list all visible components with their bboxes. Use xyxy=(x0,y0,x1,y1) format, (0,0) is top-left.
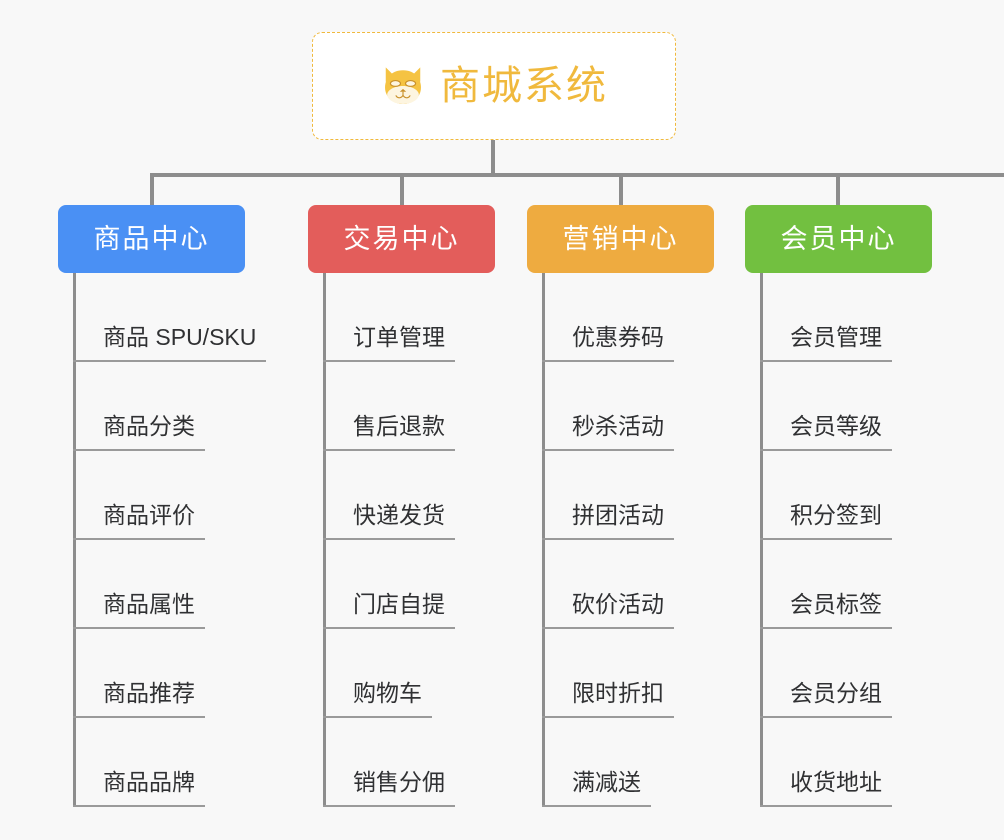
branch-header-label: 会员中心 xyxy=(780,223,897,254)
branch-column-2: 交易中心 订单管理 售后退款 快递发货 门店自提 购物车 销售分佣 xyxy=(308,205,495,807)
leaf-item[interactable]: 砍价活动 xyxy=(542,540,772,629)
leaf-item-label: 销售分佣 xyxy=(323,771,455,807)
leaf-item[interactable]: 商品属性 xyxy=(73,540,303,629)
branch-header-3[interactable]: 营销中心 xyxy=(527,205,714,273)
leaf-item-label: 商品品牌 xyxy=(73,771,205,807)
leaf-list-1: 商品 SPU/SKU 商品分类 商品评价 商品属性 商品推荐 商品品牌 xyxy=(73,273,303,807)
connector-drop-4 xyxy=(836,173,840,207)
dog-face-icon xyxy=(385,67,421,104)
leaf-item-label: 砍价活动 xyxy=(542,593,674,629)
leaf-item[interactable]: 限时折扣 xyxy=(542,629,772,718)
leaf-item-label: 优惠券码 xyxy=(542,326,674,362)
leaf-item-label: 秒杀活动 xyxy=(542,415,674,451)
leaf-item-label: 会员等级 xyxy=(760,415,892,451)
connector-drop-2 xyxy=(400,173,404,207)
leaf-item-label: 门店自提 xyxy=(323,593,455,629)
leaf-item-label: 商品推荐 xyxy=(73,682,205,718)
leaf-item-label: 积分签到 xyxy=(760,504,892,540)
branch-header-label: 营销中心 xyxy=(562,223,679,254)
leaf-item[interactable]: 秒杀活动 xyxy=(542,362,772,451)
root-title: 商城系统 xyxy=(440,64,608,108)
leaf-item[interactable]: 商品评价 xyxy=(73,451,303,540)
leaf-item-label: 会员分组 xyxy=(760,682,892,718)
branch-spine-3 xyxy=(542,273,545,807)
leaf-item[interactable]: 购物车 xyxy=(323,629,553,718)
leaf-item[interactable]: 商品品牌 xyxy=(73,718,303,807)
connector-drop-1 xyxy=(150,173,154,207)
branch-column-1: 商品中心 商品 SPU/SKU 商品分类 商品评价 商品属性 商品推荐 商品品牌 xyxy=(58,205,267,807)
leaf-list-4: 会员管理 会员等级 积分签到 会员标签 会员分组 收货地址 xyxy=(760,273,990,807)
leaf-item[interactable]: 会员分组 xyxy=(760,629,990,718)
leaf-item-label: 商品属性 xyxy=(73,593,205,629)
branch-header-4[interactable]: 会员中心 xyxy=(745,205,932,273)
leaf-item[interactable]: 会员管理 xyxy=(760,273,990,362)
leaf-list-2: 订单管理 售后退款 快递发货 门店自提 购物车 销售分佣 xyxy=(323,273,553,807)
branch-spine-1 xyxy=(73,273,76,807)
leaf-item-label: 会员标签 xyxy=(760,593,892,629)
leaf-item[interactable]: 会员标签 xyxy=(760,540,990,629)
leaf-item[interactable]: 售后退款 xyxy=(323,362,553,451)
root-node[interactable]: 商城系统 xyxy=(312,32,676,140)
leaf-item[interactable]: 会员等级 xyxy=(760,362,990,451)
branch-header-label: 商品中心 xyxy=(93,223,210,254)
leaf-item-label: 会员管理 xyxy=(760,326,892,362)
connector-stem xyxy=(491,140,495,175)
leaf-item[interactable]: 快递发货 xyxy=(323,451,553,540)
branch-spine-4 xyxy=(760,273,763,807)
leaf-item[interactable]: 商品 SPU/SKU xyxy=(73,273,303,362)
leaf-item-label: 商品分类 xyxy=(73,415,205,451)
leaf-item[interactable]: 拼团活动 xyxy=(542,451,772,540)
leaf-item[interactable]: 积分签到 xyxy=(760,451,990,540)
branch-header-2[interactable]: 交易中心 xyxy=(308,205,495,273)
leaf-item-label: 购物车 xyxy=(323,682,432,718)
leaf-item[interactable]: 商品分类 xyxy=(73,362,303,451)
leaf-item-label: 拼团活动 xyxy=(542,504,674,540)
leaf-item-label: 订单管理 xyxy=(323,326,455,362)
leaf-list-3: 优惠券码 秒杀活动 拼团活动 砍价活动 限时折扣 满减送 xyxy=(542,273,772,807)
leaf-item-label: 限时折扣 xyxy=(542,682,674,718)
leaf-item-label: 收货地址 xyxy=(760,771,892,807)
leaf-item-label: 满减送 xyxy=(542,771,651,807)
leaf-item[interactable]: 商品推荐 xyxy=(73,629,303,718)
branch-spine-2 xyxy=(323,273,326,807)
branch-header-label: 交易中心 xyxy=(343,223,460,254)
leaf-item-label: 快递发货 xyxy=(323,504,455,540)
leaf-item-label: 售后退款 xyxy=(323,415,455,451)
leaf-item-label: 商品 SPU/SKU xyxy=(73,326,267,362)
leaf-item[interactable]: 门店自提 xyxy=(323,540,553,629)
branch-header-1[interactable]: 商品中心 xyxy=(58,205,245,273)
branch-column-3: 营销中心 优惠券码 秒杀活动 拼团活动 砍价活动 限时折扣 满减送 xyxy=(527,205,714,807)
leaf-item[interactable]: 销售分佣 xyxy=(323,718,553,807)
leaf-item[interactable]: 订单管理 xyxy=(323,273,553,362)
leaf-item[interactable]: 收货地址 xyxy=(760,718,990,807)
connector-drop-3 xyxy=(619,173,623,207)
connector-horizontal-bar xyxy=(150,173,1004,177)
branch-column-4: 会员中心 会员管理 会员等级 积分签到 会员标签 会员分组 收货地址 xyxy=(745,205,932,807)
leaf-item[interactable]: 优惠券码 xyxy=(542,273,772,362)
leaf-item[interactable]: 满减送 xyxy=(542,718,772,807)
leaf-item-label: 商品评价 xyxy=(73,504,205,540)
